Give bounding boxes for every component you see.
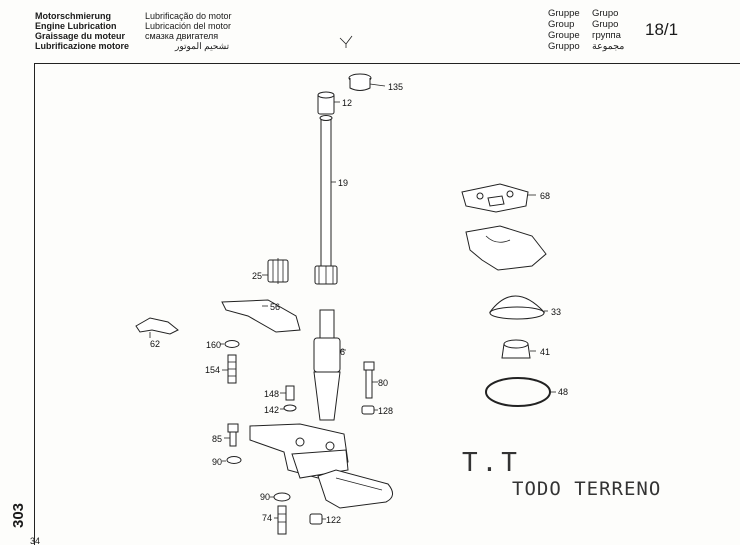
callout-122: 122 [326, 515, 341, 525]
callout-41: 41 [540, 347, 550, 357]
title-ru: смазка двигателя [145, 31, 219, 41]
group-label-fr: Groupe [548, 30, 580, 41]
part-135-bushing [348, 73, 386, 91]
part-90-washer-upper [222, 456, 242, 464]
group-label-it: Gruppo [548, 41, 580, 52]
part-6-pump-body [313, 309, 346, 421]
header-mark [339, 35, 353, 48]
part-25-gear [262, 258, 289, 284]
group-label-de: Gruppe [548, 8, 580, 19]
part-90-washer-lower [270, 492, 291, 502]
side-subpage-number: 34 [30, 536, 41, 545]
title-es: Lubricación del motor [145, 21, 232, 31]
part-shaft-gear [314, 265, 338, 285]
part-154-bolt [222, 354, 237, 384]
group-label-ar: مجموعة [592, 41, 625, 52]
page-number: 18/1 [645, 20, 679, 39]
group-label-es: Grupo [592, 19, 619, 30]
part-160-washer [220, 340, 240, 348]
callout-19: 19 [338, 178, 348, 188]
callout-25: 25 [252, 271, 262, 281]
callout-48: 48 [558, 387, 568, 397]
callout-148: 148 [264, 389, 279, 399]
part-62-clip [135, 317, 179, 338]
part-12-sleeve [317, 91, 340, 115]
title-en: Engine Lubrication [35, 21, 117, 31]
part-142-washer [280, 404, 297, 412]
callout-56: 56 [270, 302, 280, 312]
part-74-bolt [274, 505, 287, 535]
part-85-bolt [224, 423, 239, 447]
callout-90-lower: 90 [260, 492, 270, 502]
title-it: Lubrificazione motore [35, 41, 130, 51]
part-148-stud [280, 385, 295, 401]
stamp-todo-terreno: TODO TERRENO [512, 478, 662, 500]
callout-142: 142 [264, 405, 279, 415]
callout-68: 68 [540, 191, 550, 201]
title-pt: Lubrificação do motor [145, 11, 232, 21]
callout-160: 160 [206, 340, 221, 350]
callout-135: 135 [388, 82, 403, 92]
group-label-ru: группа [592, 30, 621, 41]
callout-74: 74 [262, 513, 272, 523]
callout-128: 128 [378, 406, 393, 416]
part-41-valve [501, 339, 536, 359]
group-label-en: Group [548, 19, 575, 30]
part-68-gasket [461, 183, 536, 213]
group-label-pt: Grupo [592, 8, 619, 19]
part-48-snap-ring [485, 377, 556, 407]
callout-12: 12 [342, 98, 352, 108]
callout-154: 154 [205, 365, 220, 375]
part-56-bracket [221, 299, 301, 333]
part-33-cap [488, 295, 548, 320]
part-oil-strainer [317, 469, 393, 509]
part-128-nut [361, 405, 378, 415]
callout-6: 6 [340, 347, 345, 357]
callout-80: 80 [378, 378, 388, 388]
drawing-frame [34, 63, 740, 545]
title-fr: Graissage du moteur [35, 31, 126, 41]
title-ar: تشحيم الموتور [175, 41, 230, 51]
title-de: Motorschmierung [35, 11, 112, 21]
part-80-bolt [363, 361, 378, 399]
callout-33: 33 [551, 307, 561, 317]
part-filter-flange [465, 225, 547, 271]
part-19-shaft [319, 115, 336, 273]
part-122-nut [309, 513, 326, 525]
callout-85: 85 [212, 434, 222, 444]
stamp-tt: T.T [462, 448, 521, 478]
callout-90-upper: 90 [212, 457, 222, 467]
part-pump-housing [249, 423, 349, 479]
callout-62: 62 [150, 339, 160, 349]
